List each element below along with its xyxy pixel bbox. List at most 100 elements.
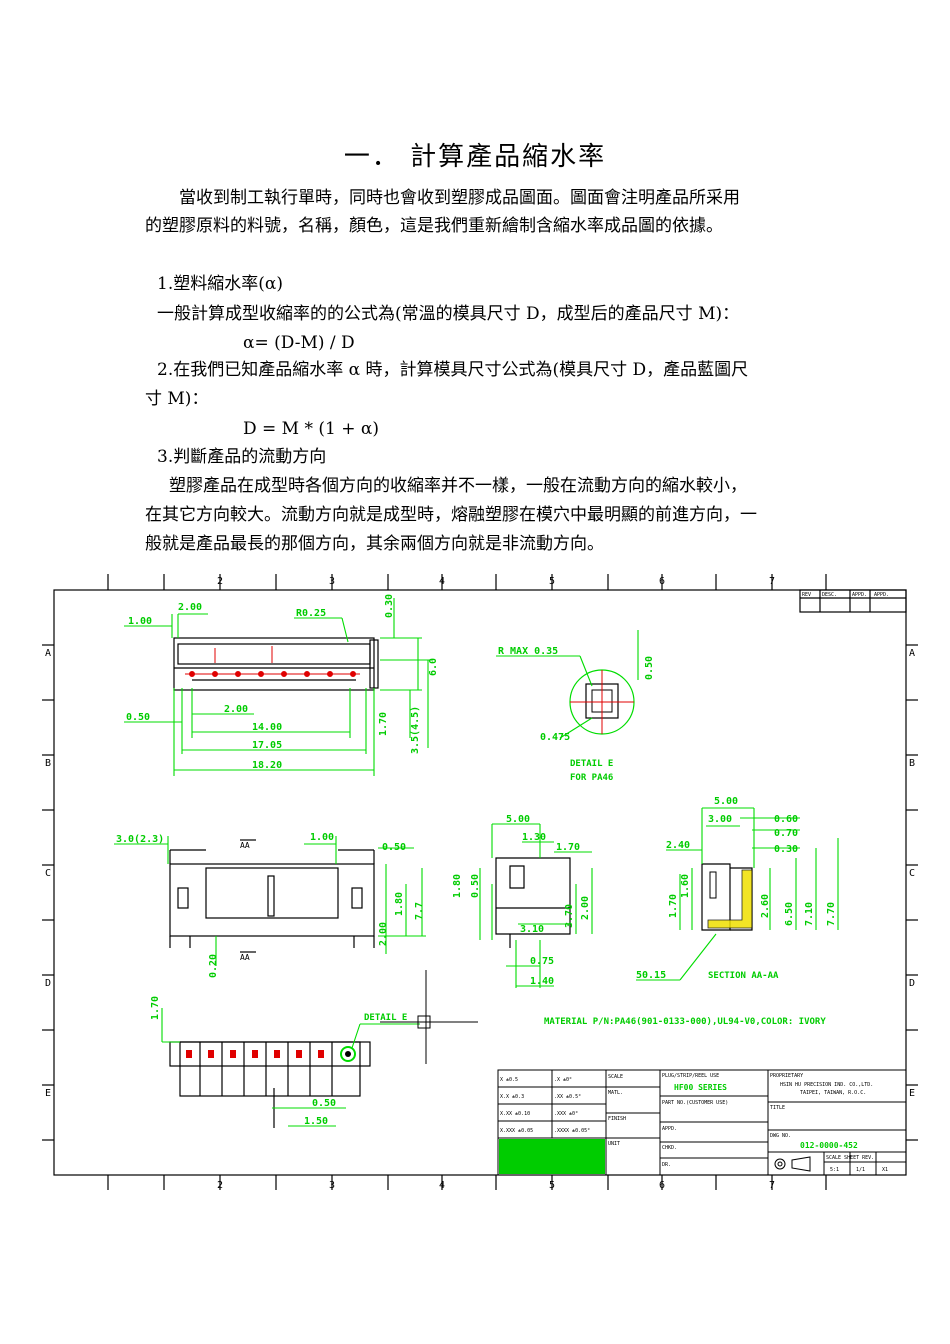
dim-d5: 6.0 (428, 658, 439, 676)
tb-part: PART NO.(CUSTOMER USE) (662, 1100, 728, 1106)
tb-chkd: CHKD. (662, 1145, 677, 1151)
dim-d18: 2.00 (378, 922, 389, 946)
intro-line-1: 當收到制工執行單時，同時也會收到塑膠成品圖面。圖面會注明產品所采用 (179, 188, 740, 208)
dim-d37: 3.00 (708, 814, 732, 825)
row-label-a: A (45, 648, 51, 659)
bottom-view: 1.70 0.50 1.50 DETAIL E MATERIAL P/N:PA4… (150, 970, 826, 1128)
dim-d19: 0.20 (208, 954, 219, 978)
col-label-2t: 2 (217, 576, 223, 587)
dim-d13: 3.0(2.3) (116, 834, 164, 845)
section-mark-top: AA (240, 841, 250, 850)
section-aa-view: 5.00 3.00 0.60 0.70 0.30 2.40 1.70 1.60 … (636, 796, 839, 981)
dim-d32: 1.70 (150, 996, 161, 1020)
section2-text-2: 寸 M)： (145, 389, 209, 409)
col-label-7b: 7 (769, 1180, 775, 1191)
tb-dwg-no: 012-0000-452 (800, 1141, 858, 1150)
dim-d9: 17.05 (252, 740, 282, 751)
dim-d45: 6.50 (784, 902, 795, 926)
col-label-4t: 4 (439, 576, 445, 587)
section1-heading: 1.塑料縮水率(α) (157, 274, 283, 294)
dim-d1: 2.00 (178, 602, 202, 613)
section1-formula: α= (D-M) / D (243, 333, 355, 353)
tb-sheet-value: 1/1 (856, 1167, 865, 1173)
detail-e-label: DETAIL E (570, 759, 613, 769)
dim-d20: 5.00 (506, 814, 530, 825)
dim-d10: 18.20 (252, 760, 282, 771)
row-label-d-r: D (909, 978, 915, 989)
rev-h1: REV (802, 592, 811, 598)
row-label-e-r: E (909, 1088, 915, 1099)
dim-d44: 2.60 (760, 894, 771, 918)
row-label-c: C (45, 868, 51, 879)
section2-text-1: 2.在我們已知產品縮水率 α 時，計算模具尺寸公式為(模具尺寸 D，產品藍圖尺 (157, 360, 749, 380)
tb-ang1: .X ±0° (554, 1077, 572, 1083)
col-label-3b: 3 (329, 1180, 335, 1191)
col-label-3t: 3 (329, 576, 335, 587)
dim-d3: R0.25 (296, 608, 326, 619)
dim-d35: 0.475 (540, 732, 570, 743)
dim-d25: 2.00 (580, 896, 591, 920)
dim-d47: 7.70 (826, 902, 837, 926)
bottom-ruler (107, 1175, 827, 1190)
tb-tol1: X ±0.5 (500, 1077, 518, 1083)
dim-d46: 7.10 (804, 902, 815, 926)
section3-heading: 3.判斷產品的流動方向 (157, 447, 327, 467)
section-mark-bottom: AA (240, 953, 250, 962)
dim-d22: 1.70 (556, 842, 580, 853)
tb-tol3: X.XX ±0.10 (500, 1111, 530, 1117)
dim-d38: 0.60 (774, 814, 798, 825)
dim-d36: 5.00 (714, 796, 738, 807)
tb-matl: MATL. (608, 1090, 623, 1096)
row-label-d: D (45, 978, 51, 989)
for-pa46-label: FOR PA46 (570, 773, 613, 783)
section-label: SECTION AA-AA (708, 971, 779, 981)
dim-d40: 0.30 (774, 844, 798, 855)
dim-d31: 1.50 (304, 1116, 328, 1127)
dim-d7: 2.00 (224, 704, 248, 715)
title-block: X ±0.5 X.X ±0.3 X.XX ±0.10 X.XXX ±0.05 .… (497, 1069, 907, 1176)
dim-d39: 0.70 (774, 828, 798, 839)
dim-d26: 0.75 (530, 956, 554, 967)
tb-ang3: .XXX ±0° (554, 1111, 578, 1117)
dim-d21: 1.30 (522, 832, 546, 843)
col-label-4b: 4 (439, 1180, 445, 1191)
page-title: 一． 計算產品縮水率 (343, 142, 607, 172)
col-label-7t: 7 (769, 576, 775, 587)
dim-d33: R MAX 0.35 (498, 646, 558, 657)
tb-tol2: X.X ±0.3 (500, 1094, 524, 1100)
dim-d27: 1.40 (530, 976, 554, 987)
rev-h4: APPD. (874, 592, 889, 598)
tb-scale: SCALE (608, 1074, 623, 1080)
dim-d17: 7.7 (414, 902, 425, 920)
dim-d15: 0.50 (382, 842, 406, 853)
side-view: 5.00 1.30 1.70 3.10 3.70 2.00 0.75 1.40 … (452, 814, 593, 988)
tb-title-label: TITLE (770, 1105, 785, 1111)
col-label-2b: 2 (217, 1180, 223, 1191)
engineering-drawing: 2 3 4 5 6 7 2 3 4 5 6 7 A B C D E A B C … (42, 574, 918, 1191)
row-label-c-r: C (909, 868, 915, 879)
dim-d16: 1.80 (394, 892, 405, 916)
projection-icon (774, 1156, 811, 1172)
dim-d2: 1.00 (128, 616, 152, 627)
tb-finish: FINISH (608, 1116, 626, 1122)
detail-e-view: R MAX 0.35 0.50 0.475 DETAIL E FOR PA46 (496, 630, 655, 783)
row-label-b: B (45, 758, 51, 769)
rev-h3: APPD. (852, 592, 867, 598)
dim-d41: 2.40 (666, 840, 690, 851)
tb-unit: UNIT (608, 1141, 620, 1147)
dim-d42: 1.70 (668, 894, 679, 918)
section3-line-2: 在其它方向較大。流動方向就是成型時，熔融塑膠在模穴中最明顯的前進方向，一 (145, 505, 757, 525)
top-ruler (107, 574, 827, 590)
section1-text: 一般計算成型收縮率的的公式為(常溫的模具尺寸 D，成型后的產品尺寸 M)： (157, 304, 740, 324)
tb-cust: PLUG/STRIP/REEL USE (662, 1073, 719, 1079)
dim-d14: 1.00 (310, 832, 334, 843)
col-label-6b: 6 (659, 1180, 665, 1191)
dim-d11: 1.70 (378, 712, 389, 736)
tb-ang2: .XX ±0.5° (554, 1094, 581, 1100)
revision-block (799, 589, 907, 613)
tb-appd: APPD. (662, 1126, 677, 1132)
front-view: 3.0(2.3) 1.00 0.50 1.80 7.7 2.00 0.20 AA… (114, 832, 426, 978)
top-view: 2.00 1.00 R0.25 0.30 6.0 0.50 2.00 14.00… (124, 594, 439, 776)
tb-addr2: TAIPEI, TAIWAN, R.O.C. (800, 1090, 866, 1096)
tb-scale-value: 5:1 (830, 1167, 839, 1173)
